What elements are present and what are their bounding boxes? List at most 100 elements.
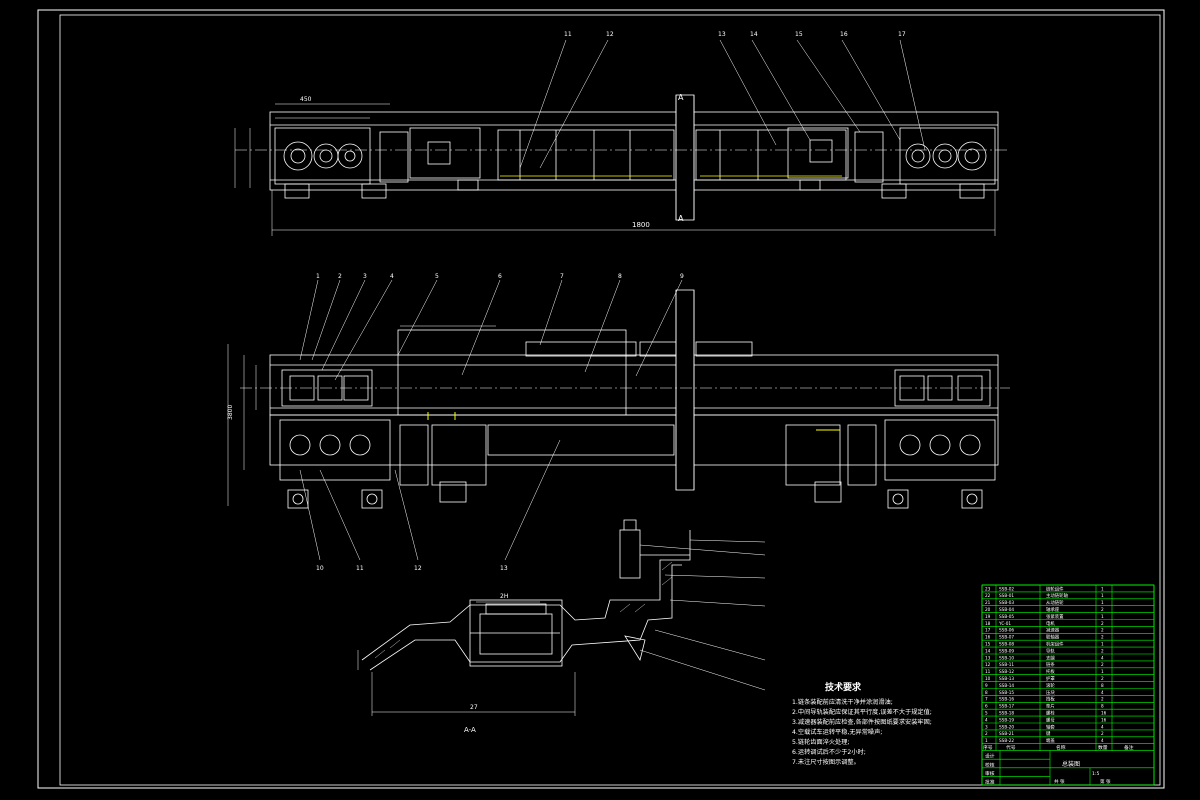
bom-cell-code: SSB-15 <box>999 690 1014 695</box>
bom-cell-code: SSB-12 <box>999 669 1014 674</box>
balloon-plan-6: 6 <box>498 273 502 280</box>
plan-view <box>227 279 1010 561</box>
bom-cell-name: 减速器 <box>1046 627 1060 634</box>
bom-cell-qty: 4 <box>1101 690 1104 695</box>
bom-cell-no: 3 <box>985 724 988 729</box>
bom-cell-code: SSB-05 <box>999 614 1014 619</box>
bom-cell-name: 托板 <box>1046 668 1055 675</box>
bom-cell-qty: 4 <box>1101 655 1104 660</box>
bom-cell-no: 5 <box>985 711 988 716</box>
bom-cell-qty: 2 <box>1101 628 1104 633</box>
section-mark-bottom: A <box>678 214 684 223</box>
bom-cell-no: 15 <box>985 642 991 647</box>
bom-cell-no: 17 <box>985 628 991 633</box>
title-sheet-current: 第 张 <box>1100 778 1111 785</box>
balloon-top-7: 17 <box>898 31 906 38</box>
bom-cell-qty: 2 <box>1101 635 1104 640</box>
section-detail <box>357 519 766 716</box>
bom-cell-name: 链条 <box>1046 661 1055 668</box>
bom-cell-no: 18 <box>985 621 991 626</box>
bom-cell-no: 14 <box>985 648 991 653</box>
balloon-plan-11: 11 <box>356 565 364 572</box>
balloon-plan-9: 9 <box>680 273 684 280</box>
bom-cell-qty: 4 <box>1101 724 1104 729</box>
notes-line-2: 2.中间导轨装配应保证其平行度,误差不大于规定值; <box>792 708 932 716</box>
bom-cell-code: SSB-01 <box>999 593 1014 598</box>
bom-cell-code: SSB-08 <box>999 642 1014 647</box>
notes-title: 技术要求 <box>825 681 862 693</box>
bom-cell-no: 16 <box>985 635 991 640</box>
bom-cell-name: 从动链轮 <box>1046 599 1064 606</box>
bom-cell-name: 链轮组件 <box>1046 585 1064 592</box>
drawing-frame <box>59 14 1161 786</box>
bom-cell-name: 导轨 <box>1046 647 1055 654</box>
bom-cell-code: SSB-14 <box>999 683 1014 688</box>
bom-cell-no: 7 <box>985 697 988 702</box>
title-scale: 1:5 <box>1092 771 1099 777</box>
bom-cell-name: 螺栓 <box>1046 710 1055 717</box>
title-name: 总装图 <box>1062 760 1080 768</box>
bom-cell-qty: 2 <box>1101 697 1104 702</box>
bom-cell-no: 12 <box>985 662 991 667</box>
bom-cell-name: 键 <box>1046 730 1051 737</box>
balloons-plan: 1 2 3 4 5 6 7 8 9 10 11 12 13 <box>316 273 684 572</box>
dim-front-span: 450 <box>300 96 312 103</box>
title-sign-label: 批准 <box>985 779 995 786</box>
bom-cell-name: 压块 <box>1046 689 1055 696</box>
bom-header-remark: 备注 <box>1124 744 1134 751</box>
bom-cell-no: 4 <box>985 717 988 722</box>
bom-cell-code: SSB-04 <box>999 607 1014 612</box>
front-view <box>234 39 1010 236</box>
bom-cell-qty: 1 <box>1101 642 1104 647</box>
balloon-plan-3: 3 <box>363 273 367 280</box>
bom-cell-no: 2 <box>985 731 988 736</box>
bom-cell-qty: 2 <box>1101 676 1104 681</box>
bom-cell-code: SSB-20 <box>999 724 1014 729</box>
bom-cell-no: 23 <box>985 586 991 591</box>
bom-cell-name: 机架组件 <box>1046 641 1064 648</box>
notes-line-5: 5.链轮齿面淬火处理; <box>792 738 850 746</box>
balloon-plan-7: 7 <box>560 273 564 280</box>
notes-line-4: 4.空载试车运转平稳,无异常噪声; <box>792 728 882 736</box>
bom-cell-name: 联轴器 <box>1046 634 1060 641</box>
bom-cell-no: 1 <box>985 738 988 743</box>
bom-cell-code: SSB-21 <box>999 731 1014 736</box>
bom-cell-code: SSB-11 <box>999 662 1014 667</box>
title-block-frame <box>981 584 1155 786</box>
bom-cell-qty: 2 <box>1101 648 1104 653</box>
notes-line-7: 7.未注尺寸按图示调整。 <box>792 758 860 766</box>
bom-cell-qty: 1 <box>1101 669 1104 674</box>
bom-cell-qty: 16 <box>1101 717 1107 722</box>
dim-overall-length: 1800 <box>632 221 650 229</box>
section-caption: A-A <box>464 726 476 734</box>
balloon-top-2: 12 <box>606 31 614 38</box>
bom-cell-no: 6 <box>985 704 988 709</box>
dim-detail-top: 2H <box>500 593 508 600</box>
bom-cell-code: SSB-13 <box>999 676 1014 681</box>
bom-cell-qty: 8 <box>1101 704 1104 709</box>
bom-cell-name: 挡板 <box>1046 696 1055 703</box>
bom-cell-name: 轴套 <box>1046 723 1055 730</box>
bom-cell-no: 13 <box>985 655 991 660</box>
bom-cell-no: 11 <box>985 669 991 674</box>
bom-cell-code: SSB-06 <box>999 628 1014 633</box>
bom-cell-name: 端盖 <box>1046 737 1055 744</box>
bom-cell-qty: 1 <box>1101 593 1104 598</box>
bom-cell-name: 螺母 <box>1046 716 1055 723</box>
balloon-plan-4: 4 <box>390 273 394 280</box>
bom-cell-qty: 2 <box>1101 731 1104 736</box>
bom-cell-code: SSB-18 <box>999 711 1014 716</box>
bom-cell-code: YC-01 <box>998 621 1011 626</box>
balloon-plan-12: 12 <box>414 565 422 572</box>
bom-cell-qty: 1 <box>1101 600 1104 605</box>
bom-header-code: 代号 <box>1006 744 1016 751</box>
bom-cell-code: SSB-09 <box>999 648 1014 653</box>
bom-cell-code: SSB-02 <box>999 586 1014 591</box>
bom-cell-no: 10 <box>985 676 991 681</box>
bom-cell-qty: 2 <box>1101 662 1104 667</box>
bom-cell-qty: 2 <box>1101 607 1104 612</box>
bom-cell-name: 护罩 <box>1046 675 1055 682</box>
balloon-top-6: 16 <box>840 31 848 38</box>
bom-header-no: 序号 <box>983 744 993 751</box>
